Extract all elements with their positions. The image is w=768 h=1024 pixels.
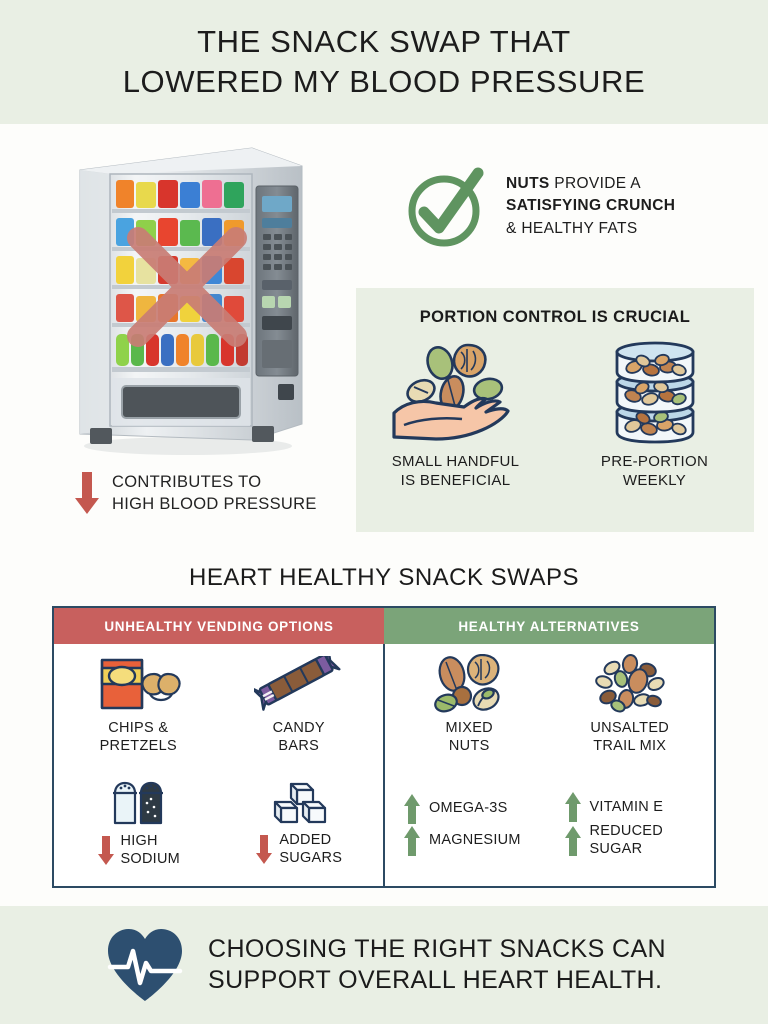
header-banner: THE SNACK SWAP THAT LOWERED MY BLOOD PRE… (0, 0, 768, 124)
healthy-stat-omega3: OMEGA-3S (389, 793, 550, 825)
down-arrow-red-small-icon (97, 835, 114, 865)
healthy-stat-reduced-sugar: REDUCED SUGAR (550, 823, 711, 857)
sugar-cubes-icon (273, 783, 326, 824)
portion-item-preportion: PRE-PORTION WEEKLY (555, 339, 754, 491)
green-check-circle-icon (408, 167, 484, 247)
healthy-item-trail-mix: UNSALTED TRAIL MIX (550, 652, 711, 767)
unhealthy-label-2-line-2: BARS (278, 737, 320, 754)
nuts-benefit-callout: NUTS PROVIDE A SATISFYING CRUNCH & HEALT… (404, 165, 754, 251)
footer-line-2: SUPPORT OVERALL HEART HEALTH. (208, 966, 663, 994)
portion-label-1-line-2: IS BENEFICIAL (400, 471, 511, 489)
healthy-stat-3-line-1: MAGNESIUM (429, 831, 521, 848)
up-arrow-green-icon (404, 793, 420, 824)
healthy-label-2-line-1: UNSALTED (590, 720, 670, 736)
swap-column-unhealthy: CHIPS & PRETZELS (54, 644, 385, 886)
up-arrow-green-icon (404, 825, 420, 856)
portion-control-panel: PORTION CONTROL IS CRUCIAL (356, 288, 754, 532)
healthy-label-1-line-1: MIXED (445, 720, 493, 736)
callout-line1-bold: NUTS (506, 175, 550, 192)
footer-banner: CHOOSING THE RIGHT SNACKS CAN SUPPORT OV… (0, 906, 768, 1024)
unhealthy-item-chips: CHIPS & PRETZELS (58, 652, 219, 767)
healthy-label-1-line-2: NUTS (448, 737, 490, 754)
swap-header-unhealthy: UNHEALTHY VENDING OPTIONS (54, 608, 384, 644)
up-arrow-green-icon (564, 825, 581, 856)
vending-caption-line-2: HIGH BLOOD PRESSURE (112, 495, 317, 513)
down-arrow-red-small-icon (256, 834, 273, 864)
unhealthy-stat-2-line-1: ADDED (279, 832, 332, 849)
callout-line3: & HEALTHY FATS (506, 219, 638, 237)
portion-label-2-line-2: WEEKLY (622, 471, 687, 489)
healthy-stat-magnesium: MAGNESIUM (389, 825, 550, 857)
healthy-stats-right: VITAMIN E REDUCED SUGAR (550, 791, 711, 857)
healthy-stat-2-line-1: VITAMIN E (589, 798, 664, 815)
swap-header-healthy: HEALTHY ALTERNATIVES (384, 608, 714, 644)
callout-line2: SATISFYING CRUNCH (506, 197, 676, 215)
unhealthy-label-1-line-2: PRETZELS (99, 737, 177, 754)
hand-with-nuts-icon (391, 343, 510, 441)
red-x-overlay (127, 227, 247, 347)
stacked-containers-icon (615, 341, 694, 444)
down-arrow-red-icon (75, 472, 99, 514)
unhealthy-item-candy: CANDY BARS (219, 652, 380, 767)
unhealthy-stat-1-line-2: SODIUM (120, 850, 180, 867)
unhealthy-stat-sugar: ADDED SUGARS (219, 782, 380, 866)
portion-label-1-line-1: SMALL HANDFUL (391, 453, 520, 470)
healthy-item-mixed-nuts: MIXED NUTS (389, 652, 550, 767)
callout-line1-rest: PROVIDE A (549, 175, 641, 192)
salt-shakers-icon (113, 782, 164, 825)
unhealthy-label-2-line-1: CANDY (272, 720, 325, 736)
healthy-stat-4-line-1: REDUCED (589, 823, 663, 840)
vending-caption-line-1: CONTRIBUTES TO (112, 472, 262, 491)
unhealthy-stat-sodium: HIGH SODIUM (58, 781, 219, 867)
trail-mix-icon (594, 654, 665, 713)
unhealthy-label-1-line-1: CHIPS & (108, 720, 169, 736)
portion-panel-title: PORTION CONTROL IS CRUCIAL (419, 308, 691, 326)
candy-bar-icon (253, 656, 341, 711)
heart-pulse-icon (107, 929, 183, 1001)
healthy-stat-4-line-2: SUGAR (589, 840, 643, 857)
footer-line-1: CHOOSING THE RIGHT SNACKS CAN (208, 935, 666, 963)
up-arrow-green-icon (564, 792, 581, 823)
vending-caption: CONTRIBUTES TO HIGH BLOOD PRESSURE (74, 470, 364, 516)
swap-comparison-table: UNHEALTHY VENDING OPTIONS HEALTHY ALTERN… (52, 606, 716, 888)
portion-label-2-line-1: PRE-PORTION (600, 453, 709, 470)
portion-item-handful: SMALL HANDFUL IS BENEFICIAL (356, 339, 555, 491)
unhealthy-stat-2-line-2: SUGARS (279, 849, 343, 866)
mixed-nuts-icon (434, 654, 500, 713)
unhealthy-stat-1-line-1: HIGH (120, 833, 158, 850)
page-title-line-1: THE SNACK SWAP THAT (197, 23, 571, 59)
healthy-stat-1-line-1: OMEGA-3S (429, 799, 508, 816)
healthy-label-2-line-2: TRAIL MIX (593, 737, 667, 754)
swap-table-header-row: UNHEALTHY VENDING OPTIONS HEALTHY ALTERN… (54, 608, 714, 644)
vending-machine-illustration (56, 140, 326, 460)
swap-table-heading: HEART HEALTHY SNACK SWAPS (189, 564, 579, 591)
healthy-stats-left: OMEGA-3S MAGNESIUM (389, 793, 550, 857)
page-title-line-2: LOWERED MY BLOOD PRESSURE (122, 64, 646, 99)
chips-pretzels-icon (101, 658, 181, 710)
swap-column-healthy: MIXED NUTS (385, 644, 714, 886)
healthy-stat-vitamin-e: VITAMIN E (550, 791, 711, 823)
